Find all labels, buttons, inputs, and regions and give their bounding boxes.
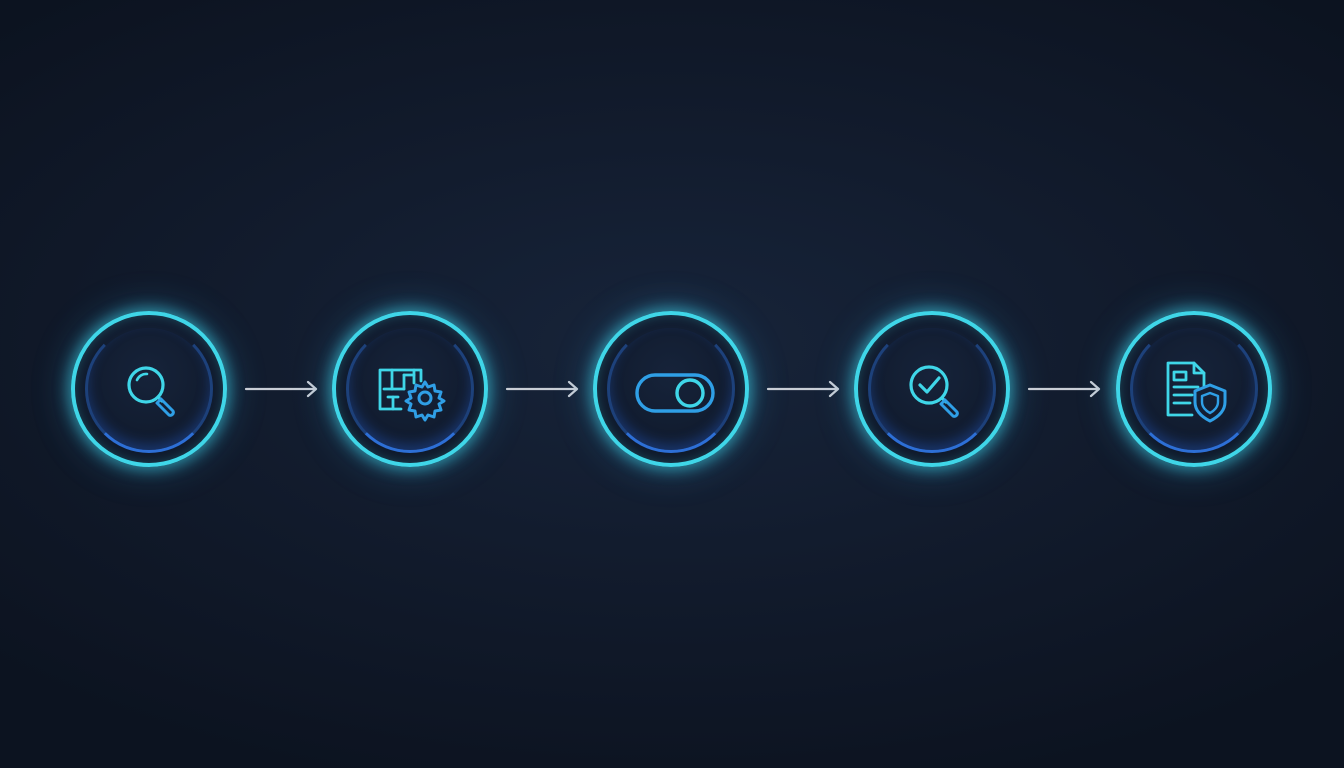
arrow-right-icon <box>766 378 842 400</box>
toggle-switch-icon <box>635 353 715 433</box>
step-3-node <box>593 311 749 467</box>
arrow-right-icon <box>505 378 581 400</box>
search-check-icon <box>896 353 976 433</box>
step-4-inner-ring <box>868 325 996 453</box>
step-2-node <box>332 311 488 467</box>
arrow-right-icon <box>1027 378 1103 400</box>
magnifier-icon <box>113 353 193 433</box>
step-5-node <box>1116 311 1272 467</box>
step-1-inner-ring <box>85 325 213 453</box>
step-3-inner-ring <box>607 325 735 453</box>
step-1-node <box>71 311 227 467</box>
step-2-inner-ring <box>346 325 474 453</box>
blueprint-gear-icon <box>374 353 454 433</box>
document-shield-icon <box>1158 353 1238 433</box>
arrow-right-icon <box>244 378 320 400</box>
step-4-node <box>854 311 1010 467</box>
step-5-inner-ring <box>1130 325 1258 453</box>
